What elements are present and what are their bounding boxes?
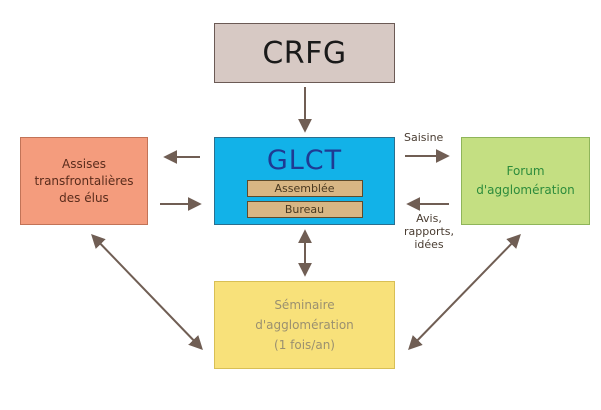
forum-line2: d'agglomération <box>476 183 575 197</box>
forum-line1: Forum <box>506 164 545 178</box>
bureau-box: Bureau <box>246 201 363 218</box>
assises-line3: des élus <box>59 190 109 205</box>
assises-line2: transfrontalières <box>34 173 134 188</box>
saisine-label: Saisine <box>404 131 444 144</box>
arrow-forum-seminaire <box>408 233 521 351</box>
assemblee-box: Assemblée <box>246 180 363 197</box>
glct-box: GLCT Assemblée Bureau <box>214 137 395 225</box>
crfg-label: CRFG <box>262 35 347 71</box>
seminaire-line1: Séminaire <box>274 298 335 312</box>
avis-line3: idées <box>414 238 444 251</box>
crfg-box: CRFG <box>214 23 395 83</box>
assises-line1: Assises <box>62 156 106 171</box>
avis-line2: rapports, <box>403 225 455 238</box>
avis-label: Avis, rapports, idées <box>396 212 462 251</box>
forum-box: Forum d'agglomération <box>461 137 590 225</box>
seminaire-line3: (1 fois/an) <box>274 338 335 352</box>
glct-label: GLCT <box>266 145 343 176</box>
avis-line1: Avis, <box>416 212 442 225</box>
arrow-assises-seminaire <box>91 233 203 351</box>
assises-box: Assises transfrontalières des élus <box>20 137 148 225</box>
seminaire-box: Séminaire d'agglomération (1 fois/an) <box>214 281 395 369</box>
seminaire-line2: d'agglomération <box>255 318 354 332</box>
